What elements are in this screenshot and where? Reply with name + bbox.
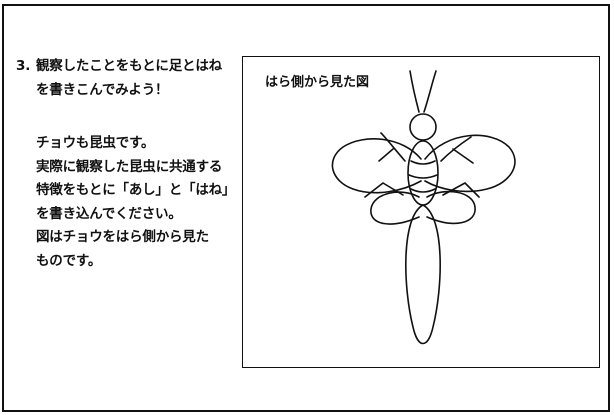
butterfly-head xyxy=(409,113,437,141)
forewing-right xyxy=(424,134,516,193)
instruction-line-6: ものです。 xyxy=(36,252,102,269)
question-number: 3. xyxy=(16,58,31,74)
leg-right-lower xyxy=(442,182,480,198)
antenna-left xyxy=(409,70,420,113)
worksheet-frame: 3. 観察したことをもとに足とはね を書きこんでみよう！ チョウも昆虫です。 実… xyxy=(2,4,610,412)
question-header: 3. 観察したことをもとに足とはね を書きこんでみよう！ xyxy=(16,54,242,102)
leg-left-lower xyxy=(364,182,404,198)
instruction-line-1: チョウも昆虫です。 xyxy=(36,135,155,151)
question-title-line-1: 観察したことをもとに足とはね xyxy=(36,58,222,74)
leg-right-upper xyxy=(440,136,474,164)
instruction-line-4: を書き込んでください。 xyxy=(36,205,182,222)
instruction-text: チョウも昆虫です。 実際に観察した昆虫に共通する 特徴をもとに「あし」と「はね」… xyxy=(16,132,242,273)
instruction-line-3: 特徴をもとに「あし」と「はね」 xyxy=(36,182,236,198)
thorax-segment-1 xyxy=(410,160,436,165)
question-title: 観察したことをもとに足とはね を書きこんでみよう！ xyxy=(36,54,222,102)
antenna-right xyxy=(423,70,437,113)
leg-left-upper xyxy=(378,132,406,162)
thorax-segment-2 xyxy=(408,174,438,179)
butterfly-thorax xyxy=(407,140,439,206)
butterfly-ventral-sketch-icon xyxy=(331,70,516,345)
thorax-segment-3 xyxy=(410,188,436,193)
question-block: 3. 観察したことをもとに足とはね を書きこんでみよう！ チョウも昆虫です。 実… xyxy=(16,54,242,273)
instruction-line-5: 図はチョウをはら側から見た xyxy=(36,229,209,245)
hindwing-left xyxy=(370,191,420,225)
drawing-area[interactable]: はら側から見た図 xyxy=(242,56,600,368)
hindwing-right xyxy=(426,190,476,225)
figure-caption: はら側から見た図 xyxy=(265,75,370,90)
instruction-line-2: 実際に観察した昆虫に共通する xyxy=(36,158,223,175)
butterfly-abdomen xyxy=(405,204,441,345)
question-title-line-2: を書きこんでみよう！ xyxy=(36,82,169,98)
